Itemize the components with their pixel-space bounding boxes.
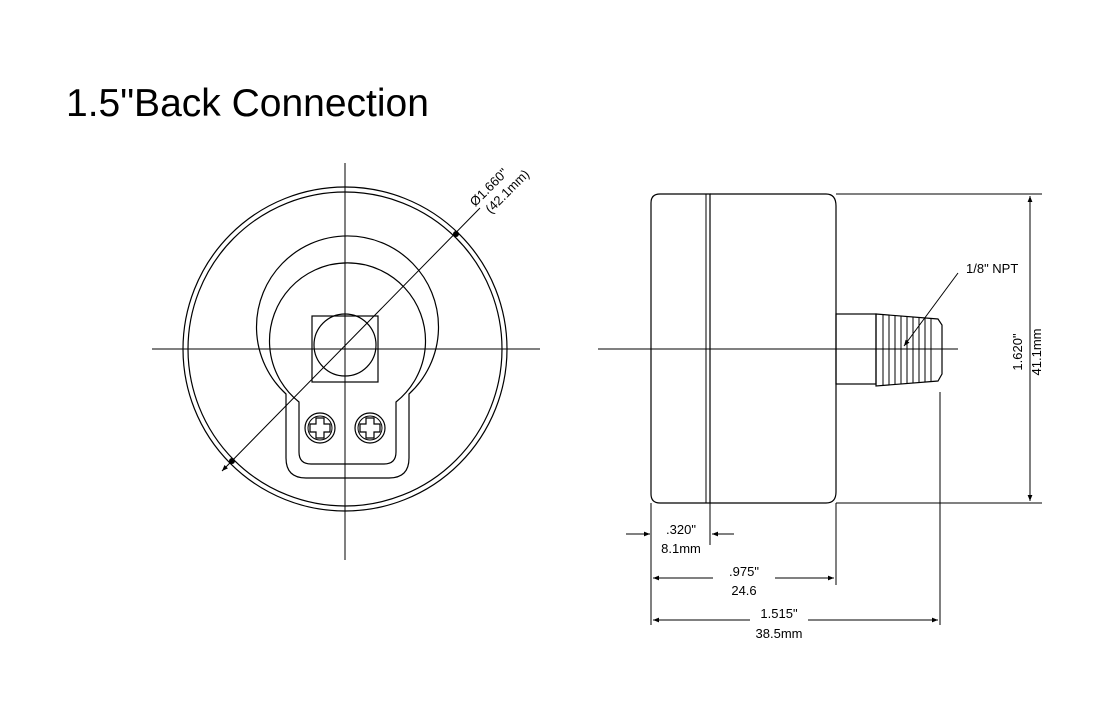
inner-case-circle [187,191,503,507]
bezel-label-in: .320" [666,522,696,537]
npt-label: 1/8" NPT [966,261,1018,276]
thread-lines [882,314,932,386]
diameter-point-upper [453,231,459,237]
overall-label-in: 1.515" [760,606,798,621]
front-view: Ø1.660" (42.1mm) [152,163,540,560]
page-title: 1.5"Back Connection [66,82,429,125]
npt-leader [903,272,959,347]
bezel-outline [650,193,711,504]
outer-case-circle [182,186,508,512]
side-view: 1/8" NPT 1.620" 41.1mm .320" 8.1mm .975"… [598,193,1044,641]
height-label-mm: 41.1mm [1029,329,1044,376]
thread-outline [875,313,943,387]
diameter-point-lower [229,458,235,464]
bracket-outline-outer [255,235,440,479]
diameter-dimension-line [221,207,481,472]
bezel-label-mm: 8.1mm [661,541,701,556]
screw-left-icon [304,412,336,444]
stem-circle [313,313,377,377]
height-label-in: 1.620" [1010,333,1025,371]
case-label-mm: 24.6 [731,583,756,598]
overall-label-mm: 38.5mm [756,626,803,641]
case-label-in: .975" [729,564,759,579]
bracket-outline-inner [268,262,427,465]
square-boss [311,315,379,383]
screw-right-icon [354,412,386,444]
